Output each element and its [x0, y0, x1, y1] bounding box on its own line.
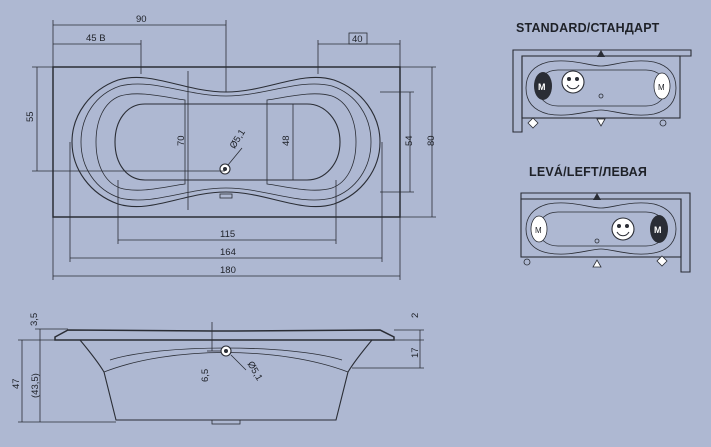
dim-47-label: 47 — [11, 378, 22, 389]
tub-right-ring — [266, 93, 357, 191]
dim-45b-label: 45 B — [86, 33, 106, 44]
bathtub-side-view: Ø5,1 3,5 47 (43,5) 6,5 2 17 — [11, 313, 424, 425]
left-headrest-icon — [611, 217, 635, 241]
dim-2-label: 2 — [410, 313, 421, 318]
dim-40-label: 40 — [352, 34, 363, 45]
tub-floor — [114, 103, 341, 181]
tub-side-rim — [54, 329, 395, 341]
left-tub-outline — [520, 198, 682, 258]
dim-180-label: 180 — [220, 265, 236, 276]
standard-title: STANDARD/СТАНДАРТ — [516, 21, 660, 35]
dim-17-label: 17 — [410, 347, 421, 358]
dim-54-label: 54 — [404, 135, 415, 146]
tub-outer-rim — [52, 66, 401, 218]
standard-left-badge: M — [538, 82, 546, 92]
bathtub-top-view: Ø5,1 90 45 B 40 55 70 48 54 — [25, 14, 437, 280]
side-drain-diameter-label: Ø5,1 — [245, 360, 265, 383]
tub-middle-basin — [80, 83, 372, 201]
dim-70-label: 70 — [176, 135, 187, 146]
dim-90-label: 90 — [136, 14, 147, 25]
left-right-badge: M — [654, 225, 662, 235]
dim-164-label: 164 — [220, 247, 236, 258]
standard-right-badge: M — [658, 83, 665, 92]
dim-3-5-label: 3,5 — [29, 313, 40, 326]
tub-outer-basin — [71, 76, 381, 208]
overflow-icon — [219, 193, 233, 199]
dim-6-5-label: 6,5 — [200, 369, 211, 382]
dim-43-5-label: (43,5) — [30, 373, 41, 398]
standard-variant: STANDARD/СТАНДАРТ M M — [512, 21, 692, 133]
left-title: LEVÁ/LEFT/ЛЕВАЯ — [529, 164, 647, 179]
dim-115-label: 115 — [220, 229, 235, 240]
dim-48-label: 48 — [281, 135, 292, 146]
left-left-badge: M — [535, 226, 542, 235]
drain-diameter-label: Ø5,1 — [228, 128, 248, 151]
dim-80-label: 80 — [426, 135, 437, 146]
tub-left-ring — [95, 93, 186, 191]
left-variant: LEVÁ/LEFT/ЛЕВАЯ M M — [520, 164, 691, 273]
standard-headrest-icon — [561, 70, 585, 94]
dim-55-label: 55 — [25, 111, 36, 122]
